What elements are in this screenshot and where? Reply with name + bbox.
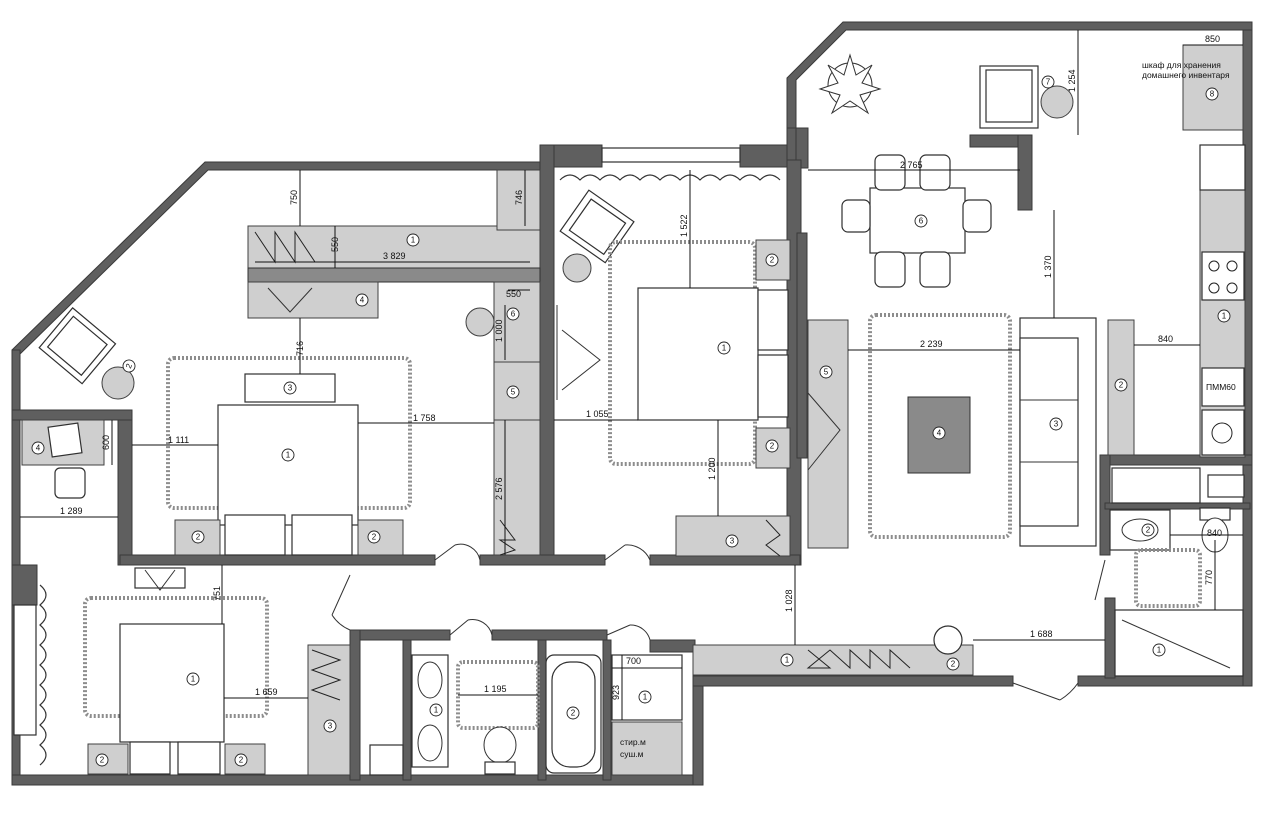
badge-laundry-cabinet: 1 xyxy=(643,693,648,702)
bed-1 xyxy=(217,404,359,526)
badge-nightstand-left: 2 xyxy=(196,533,201,542)
dim-1111: 1 111 xyxy=(168,435,189,445)
dim-840-kitchen: 840 xyxy=(1158,334,1173,344)
badge-coffee-table: 4 xyxy=(937,429,942,438)
badge-bed-top-left: 1 xyxy=(286,451,291,460)
badge-bed-bottom: 1 xyxy=(191,675,196,684)
tv-unit-5 xyxy=(807,319,849,549)
number-badges: 1 4 2 3 1 2 2 4 6 5 1 2 2 3 1 2 2 3 5 6 … xyxy=(31,75,1231,767)
badge-nightstand-middle-bottom: 2 xyxy=(770,442,775,451)
badge-hall-cabinet: 1 xyxy=(785,656,790,665)
storage-label-line1: шкаф для хранения xyxy=(1142,60,1221,70)
badge-nightstand-right: 2 xyxy=(372,533,377,542)
round-stool xyxy=(465,307,495,337)
dim-1688: 1 688 xyxy=(1030,629,1053,639)
wardrobe-unit-1 xyxy=(247,225,541,269)
dishwasher-label: ПММ60 xyxy=(1206,382,1236,392)
badge-dining-table: 6 xyxy=(919,217,924,226)
badge-column-six: 6 xyxy=(511,310,516,319)
wardrobe-3 xyxy=(307,644,351,776)
dim-1289: 1 289 xyxy=(60,506,83,516)
bed-bottom xyxy=(119,623,225,743)
dim-1758: 1 758 xyxy=(413,413,436,423)
badge-column-five: 5 xyxy=(511,388,516,397)
badge-bed-middle: 1 xyxy=(722,344,727,353)
dimension-lines xyxy=(20,30,1243,720)
living-room xyxy=(692,44,1246,676)
dim-770: 770 xyxy=(1204,570,1214,585)
armchair-2 xyxy=(38,307,117,385)
washer-label-line2: суш.м xyxy=(620,749,644,759)
badge-bath-sink: 2 xyxy=(1146,526,1151,535)
dim-716: 716 xyxy=(295,341,305,356)
hall-cabinet xyxy=(692,644,974,676)
dim-2765: 2 765 xyxy=(900,160,923,170)
bathroom-right xyxy=(1109,467,1245,677)
dim-1200: 1 200 xyxy=(707,457,717,480)
bathtub-right xyxy=(1114,609,1244,677)
badge-hall-stool: 2 xyxy=(951,660,956,669)
dim-746: 746 xyxy=(514,190,524,205)
dim-1055: 1 055 xyxy=(586,409,609,419)
badge-armchair-living: 7 xyxy=(1046,78,1051,87)
dim-2239: 2 239 xyxy=(920,339,943,349)
dim-1254: 1 254 xyxy=(1067,69,1077,92)
badge-tv-unit: 5 xyxy=(824,368,829,377)
bed-middle xyxy=(637,287,759,421)
dim-1000: 1 000 xyxy=(494,319,504,342)
dim-1028: 1 028 xyxy=(784,589,794,612)
interior-walls xyxy=(11,134,1253,781)
badge-armchair-left: 2 xyxy=(124,362,134,370)
badge-sofa: 3 xyxy=(1054,420,1059,429)
badge-nightstand-bottom-left: 2 xyxy=(100,756,105,765)
badge-bathtub-right: 1 xyxy=(1157,646,1162,655)
badge-bathtub-bottom: 2 xyxy=(571,709,576,718)
washer-label-line1: стир.м xyxy=(620,737,646,747)
dim-600: 600 xyxy=(101,435,111,450)
storage-label-line2: домашнего инвентаря xyxy=(1142,70,1230,80)
badge-nightstand-middle-top: 2 xyxy=(770,256,775,265)
wardrobe-746 xyxy=(496,169,541,231)
side-table xyxy=(101,366,135,400)
badge-desk: 4 xyxy=(36,444,41,453)
doors xyxy=(331,543,1106,701)
badge-sink-bottom: 1 xyxy=(434,706,439,715)
badge-kitchen: 1 xyxy=(1222,312,1227,321)
badge-bench: 3 xyxy=(288,384,293,393)
dimension-labels: 750 746 550 3 829 550 1 000 716 1 758 1 … xyxy=(60,34,1222,700)
storage-cabinet-8 xyxy=(1182,44,1244,131)
badge-dresser-middle: 3 xyxy=(730,537,735,546)
dim-2576: 2 576 xyxy=(494,477,504,500)
badge-nightstand-bottom-right: 2 xyxy=(239,756,244,765)
dim-1522: 1 522 xyxy=(679,214,689,237)
dim-923: 923 xyxy=(611,685,621,700)
bedroom-top-left xyxy=(21,169,541,556)
washer-dryer xyxy=(611,721,683,776)
dim-550-vertical: 550 xyxy=(330,237,340,252)
badge-storage: 8 xyxy=(1210,90,1215,99)
badge-side-cabinet: 2 xyxy=(1119,381,1124,390)
bedroom-bottom-left xyxy=(13,567,351,776)
bedroom-middle xyxy=(556,174,791,557)
dim-550-horizontal: 550 xyxy=(506,289,521,299)
badge-wardrobe-bottom: 3 xyxy=(328,722,333,731)
dim-700: 700 xyxy=(626,656,641,666)
dim-1370: 1 370 xyxy=(1043,255,1053,278)
dim-750: 750 xyxy=(289,190,299,205)
dim-840-bath: 840 xyxy=(1207,528,1222,538)
badge-wardrobe-top: 1 xyxy=(411,236,416,245)
dim-1659: 1 659 xyxy=(255,687,278,697)
dim-1195: 1 195 xyxy=(484,684,507,694)
room-labels: шкаф для хранения домашнего инвентаря ПМ… xyxy=(620,60,1236,759)
dim-751: 751 xyxy=(212,586,222,601)
badge-dresser: 4 xyxy=(360,296,365,305)
dim-3829: 3 829 xyxy=(383,251,406,261)
dim-850: 850 xyxy=(1205,34,1220,44)
